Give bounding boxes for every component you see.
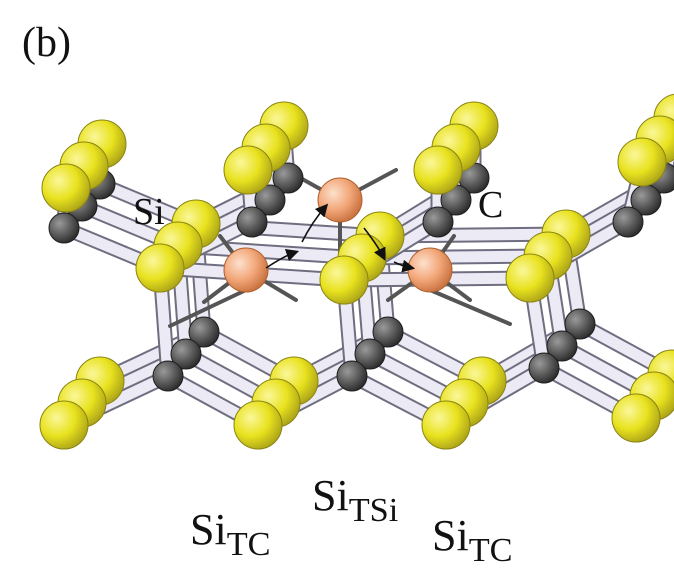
- c-atom: [236, 206, 268, 238]
- c-atom: [372, 316, 404, 348]
- si-atom: [233, 400, 283, 450]
- interstitial-atom: [317, 177, 363, 223]
- site-label-subscript: TSi: [348, 490, 399, 529]
- c-atom: [254, 184, 286, 216]
- site-label-base: Si: [190, 505, 227, 554]
- migration-arrow: [393, 259, 416, 273]
- interstitial-atom: [407, 247, 453, 293]
- si-atom: [617, 137, 667, 187]
- panel-label: (b): [22, 20, 71, 66]
- lattice-atoms: [39, 93, 674, 450]
- si-atom: [611, 393, 661, 443]
- interstitial-atom: [223, 247, 269, 293]
- c-atom: [170, 338, 202, 370]
- migration-arrow: [265, 248, 300, 269]
- site-label-subscript: TC: [468, 530, 513, 569]
- c-atom: [354, 338, 386, 370]
- si-atom-label: Si: [133, 191, 165, 233]
- si-atom: [505, 253, 555, 303]
- migration-arrows: [265, 203, 416, 273]
- interstitial-atoms: [223, 177, 453, 293]
- si-atom: [421, 400, 471, 450]
- site-label-tsi: SiTSi: [312, 471, 399, 529]
- si-atom: [41, 163, 91, 213]
- c-atom: [48, 212, 80, 244]
- si-atom: [135, 243, 185, 293]
- defect-bond: [168, 288, 248, 328]
- c-atom: [612, 206, 644, 238]
- c-atom: [528, 352, 560, 384]
- c-atom: [336, 360, 368, 392]
- c-atom: [272, 162, 304, 194]
- c-atom: [564, 308, 596, 340]
- defect-bond: [428, 288, 512, 326]
- si-atom: [39, 400, 89, 450]
- migration-arrow: [301, 203, 329, 243]
- si-atom: [413, 145, 463, 195]
- migration-arrow: [363, 227, 386, 261]
- site-label-subscript: TC: [226, 524, 271, 563]
- si-atom: [319, 255, 369, 305]
- c-atom: [422, 206, 454, 238]
- c-atom: [546, 330, 578, 362]
- si-atom: [223, 145, 273, 195]
- c-atom-label: C: [478, 184, 504, 226]
- c-atom: [188, 316, 220, 348]
- site-label-base: Si: [312, 471, 349, 520]
- site-label-tc-left: SiTC: [190, 505, 271, 563]
- site-label-tc-right: SiTC: [432, 511, 513, 569]
- site-label-base: Si: [432, 511, 469, 560]
- c-atom: [152, 360, 184, 392]
